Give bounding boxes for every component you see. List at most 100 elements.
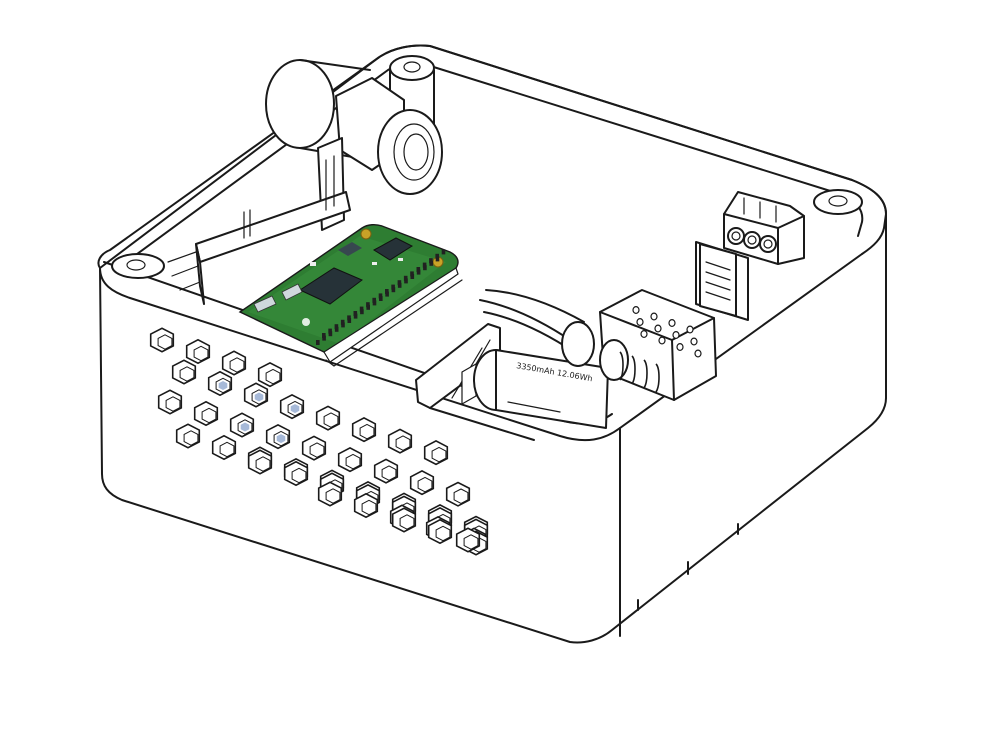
gpio-pin: [353, 311, 358, 316]
vent-hole: [391, 507, 417, 533]
gpio-pin: [416, 269, 421, 275]
gpio-pin: [403, 275, 408, 281]
vent-hole: [455, 527, 481, 553]
gpio-pin: [391, 287, 396, 293]
soc-chip: [298, 267, 363, 305]
gpio-pin: [410, 274, 415, 279]
gpio-pin: [322, 335, 326, 341]
gpio-pin: [372, 297, 376, 303]
sensor-hole: [640, 330, 648, 339]
raspberry-pi-zero-board: [238, 223, 463, 367]
gpio-pin: [435, 256, 440, 262]
gpio-pin: [435, 253, 439, 259]
cable-gland: [265, 59, 443, 195]
gpio-pin: [353, 313, 358, 319]
gpio-pin: [397, 282, 402, 288]
vent-hole: [409, 469, 435, 496]
cables: [479, 289, 595, 367]
gpio-pin: [397, 280, 402, 286]
bottom-feet: [637, 523, 739, 611]
sensor-hole: [654, 324, 662, 333]
hex-vent-grid: [149, 327, 489, 556]
gpio-pin: [404, 278, 408, 284]
sensor-hole: [658, 336, 666, 345]
gpio-pin: [366, 304, 370, 310]
vent-hole: [211, 434, 237, 461]
vent-hole: [157, 389, 183, 415]
vent-hole: [175, 423, 201, 449]
gpio-pin: [372, 300, 377, 306]
vent-hole: [257, 362, 283, 388]
sensor-slot: [655, 363, 660, 393]
sensor-hole: [694, 349, 702, 358]
sensor-hole: [690, 337, 698, 346]
gpio-header: [316, 249, 446, 345]
vent-hole: [351, 416, 377, 443]
gpio-pin: [322, 333, 326, 338]
gpio-pin: [423, 265, 427, 271]
gpio-pin: [359, 306, 364, 312]
gpio-pin: [441, 249, 446, 255]
pcb-mount-hole: [360, 228, 372, 240]
memory-chip: [373, 237, 414, 261]
gpio-pin: [429, 258, 433, 264]
sensor-hole: [636, 318, 644, 327]
vent-hole: [423, 439, 449, 466]
vent-hole: [373, 458, 399, 484]
sensor-slot: [619, 351, 624, 381]
screw-terminal-block: [723, 191, 805, 265]
gpio-pin: [347, 318, 352, 323]
gpio-pin: [334, 326, 339, 332]
vent-hole: [317, 481, 343, 507]
vent-hole: [427, 518, 453, 545]
gpio-pin: [429, 260, 433, 266]
gpio-pin: [422, 262, 427, 268]
vent-hole: [185, 338, 211, 365]
gpio-pin: [341, 322, 345, 328]
sensor-hole: [676, 343, 684, 352]
sensor-slot: [631, 355, 636, 385]
gpio-pin: [347, 315, 351, 321]
vent-hole: [243, 382, 269, 408]
gpio-pin: [410, 271, 414, 277]
terminal-board: [695, 191, 805, 321]
vent-hole: [283, 460, 309, 487]
sensor-module: [599, 289, 717, 401]
gpio-pin: [391, 284, 395, 290]
vent-hole: [445, 481, 471, 507]
gpio-pin: [385, 291, 389, 297]
sensor-slot: [643, 359, 648, 389]
sensor-hole: [632, 306, 640, 315]
vent-hole: [279, 394, 305, 420]
gpio-pin: [360, 309, 364, 315]
vent-hole: [387, 428, 413, 454]
gpio-pin: [334, 324, 339, 330]
sensor-hole: [650, 312, 658, 321]
vent-hole: [301, 435, 327, 461]
vent-hole: [149, 327, 175, 353]
gpio-pin: [316, 340, 320, 345]
gpio-pin: [340, 319, 345, 325]
vent-hole: [221, 350, 247, 376]
vent-hole: [193, 400, 219, 427]
vent-hole: [337, 446, 363, 473]
sensor-hole: [672, 331, 680, 340]
vent-hole: [315, 405, 341, 431]
sensor-hole: [668, 319, 676, 328]
gpio-pin: [379, 296, 383, 301]
gpio-pin: [378, 293, 383, 299]
gpio-pin: [416, 267, 421, 272]
vent-hole: [265, 424, 291, 450]
vent-hole: [353, 492, 379, 519]
gpio-pin: [328, 331, 333, 337]
gpio-pin: [328, 328, 332, 334]
gpio-pin: [385, 289, 389, 294]
gpio-pin: [366, 302, 370, 308]
battery-holder: 3350mAh 12.06Wh: [415, 323, 609, 441]
vent-hole: [207, 370, 233, 397]
vent-hole: [171, 359, 197, 385]
vent-hole: [247, 449, 273, 475]
sensor-hole: [686, 325, 694, 334]
mounting-bracket: [167, 137, 351, 305]
vent-hole: [229, 412, 255, 438]
